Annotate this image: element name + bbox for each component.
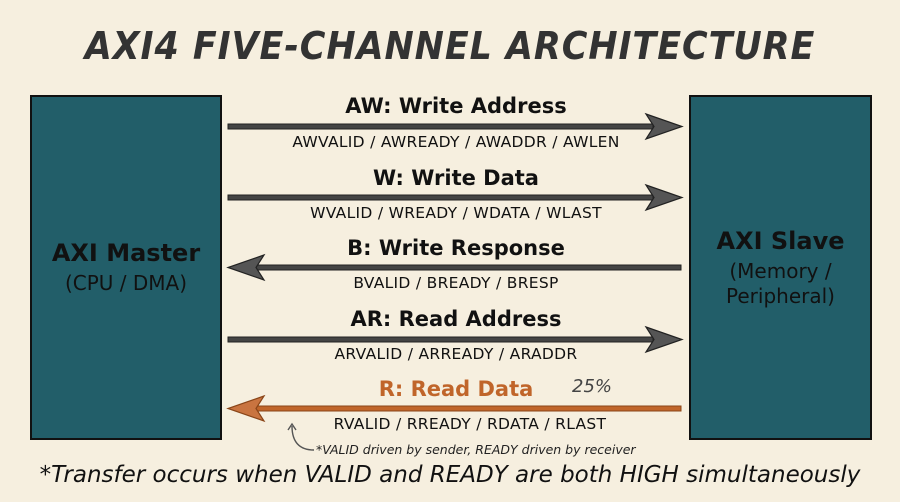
channel-ar-signals: ARVALID / ARREADY / ARADDR	[334, 345, 578, 363]
channel-r-label: R: Read Data	[378, 377, 534, 401]
percent-annotation: 25%	[572, 376, 613, 397]
channel-aw-signals: AWVALID / AWREADY / AWADDR / AWLEN	[292, 133, 620, 151]
channel-w-signals: WVALID / WREADY / WDATA / WLAST	[310, 204, 602, 222]
slave-subtitle: (Memory / Peripheral)	[726, 258, 835, 308]
arrow-right-icon	[227, 112, 684, 141]
master-name: AXI Master	[51, 239, 201, 267]
channel-ar-label: AR: Read Address	[350, 307, 562, 331]
axi-master-block: AXI Master (CPU / DMA)	[30, 95, 222, 440]
arrow-left-icon	[226, 253, 682, 282]
channel-w-label: W: Write Data	[373, 166, 539, 190]
channel-b-signals: BVALID / BREADY / BRESP	[353, 274, 559, 292]
arrow-right-icon	[227, 183, 684, 212]
arrow-left-icon	[226, 394, 682, 423]
curved-arrow-icon	[287, 422, 315, 451]
valid-ready-note: *VALID driven by sender, READY driven by…	[316, 442, 636, 457]
arrow-right-icon	[227, 325, 684, 354]
footer-note: *Transfer occurs when VALID and READY ar…	[39, 462, 861, 488]
master-subtitle: (CPU / DMA)	[64, 271, 188, 295]
slave-name: AXI Slave	[716, 226, 845, 255]
channel-aw-label: AW: Write Address	[345, 94, 567, 118]
channel-r-signals: RVALID / RREADY / RDATA / RLAST	[333, 415, 607, 433]
channel-b-label: B: Write Response	[347, 236, 565, 260]
diagram-title: AXI4 FIVE-CHANNEL ARCHITECTURE	[84, 24, 816, 68]
axi-slave-block: AXI Slave (Memory / Peripheral)	[689, 95, 872, 440]
